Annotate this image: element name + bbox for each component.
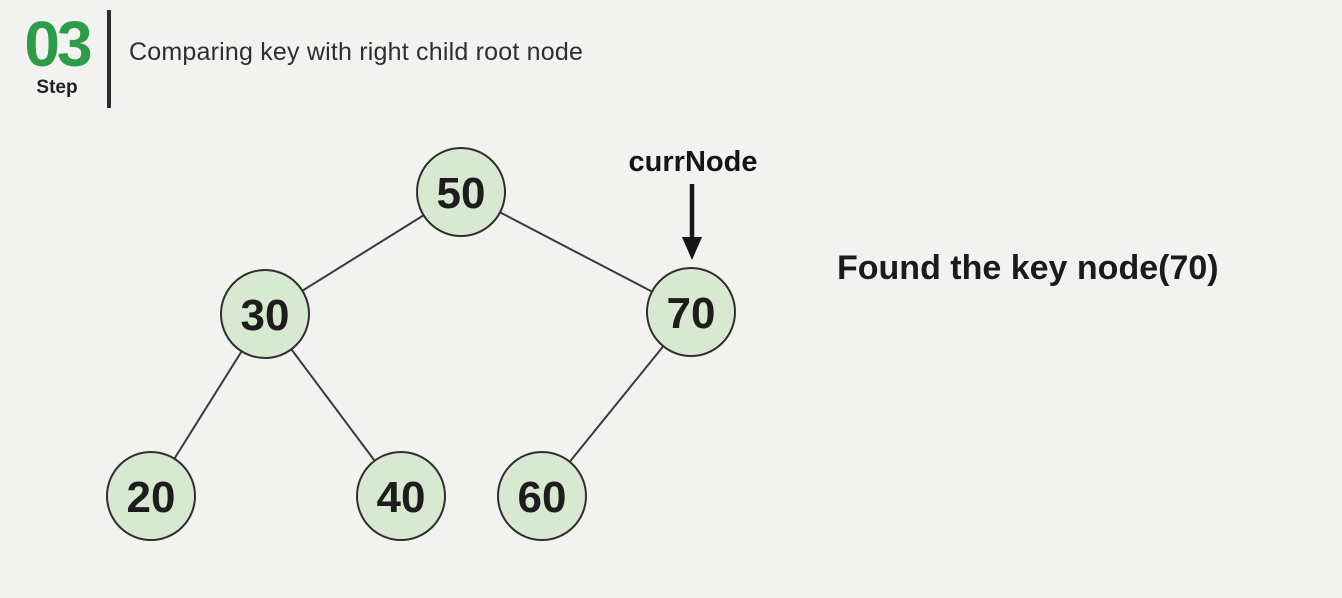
tree-node-70	[646, 267, 736, 357]
tree-node-label-20: 20	[127, 473, 176, 522]
tree-node-20	[106, 451, 196, 541]
tree-node-label-30: 30	[241, 291, 290, 340]
tree-node-label-40: 40	[377, 473, 426, 522]
step-label: Step	[36, 77, 78, 98]
tree-node-label-70: 70	[667, 289, 716, 338]
tree-node-60	[497, 451, 587, 541]
tree-node-40	[356, 451, 446, 541]
result-text: Found the key node(70)	[837, 249, 1219, 287]
tree-node-label-50: 50	[437, 169, 486, 218]
tree-node-30	[220, 269, 310, 359]
page-title: Comparing key with right child root node	[129, 38, 584, 66]
currnode-arrow-icon	[682, 184, 702, 260]
tree-node-label-60: 60	[518, 473, 567, 522]
tree-node-50	[416, 147, 506, 237]
step-number: 03	[24, 8, 92, 80]
currnode-pointer-label: currNode	[628, 146, 758, 178]
header-divider	[107, 10, 111, 108]
